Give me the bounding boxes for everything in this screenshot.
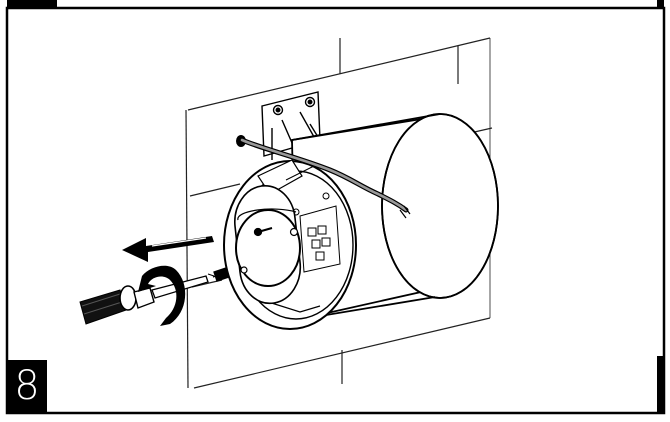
arrow-left-icon bbox=[122, 236, 214, 262]
top-bar-right bbox=[657, 0, 664, 9]
wall-tiles bbox=[185, 37, 493, 389]
frame-border bbox=[5, 6, 666, 415]
rotate-counterclockwise-icon bbox=[138, 265, 186, 326]
motor-cover bbox=[234, 185, 302, 305]
step-number: 8 bbox=[14, 363, 40, 409]
bottom-right-bar bbox=[657, 356, 664, 412]
screw-icon bbox=[207, 227, 273, 282]
step-number-badge: 8 bbox=[7, 360, 47, 412]
top-bar-left bbox=[7, 0, 57, 9]
terminal-block bbox=[282, 192, 341, 273]
screwdriver-icon bbox=[79, 275, 209, 325]
